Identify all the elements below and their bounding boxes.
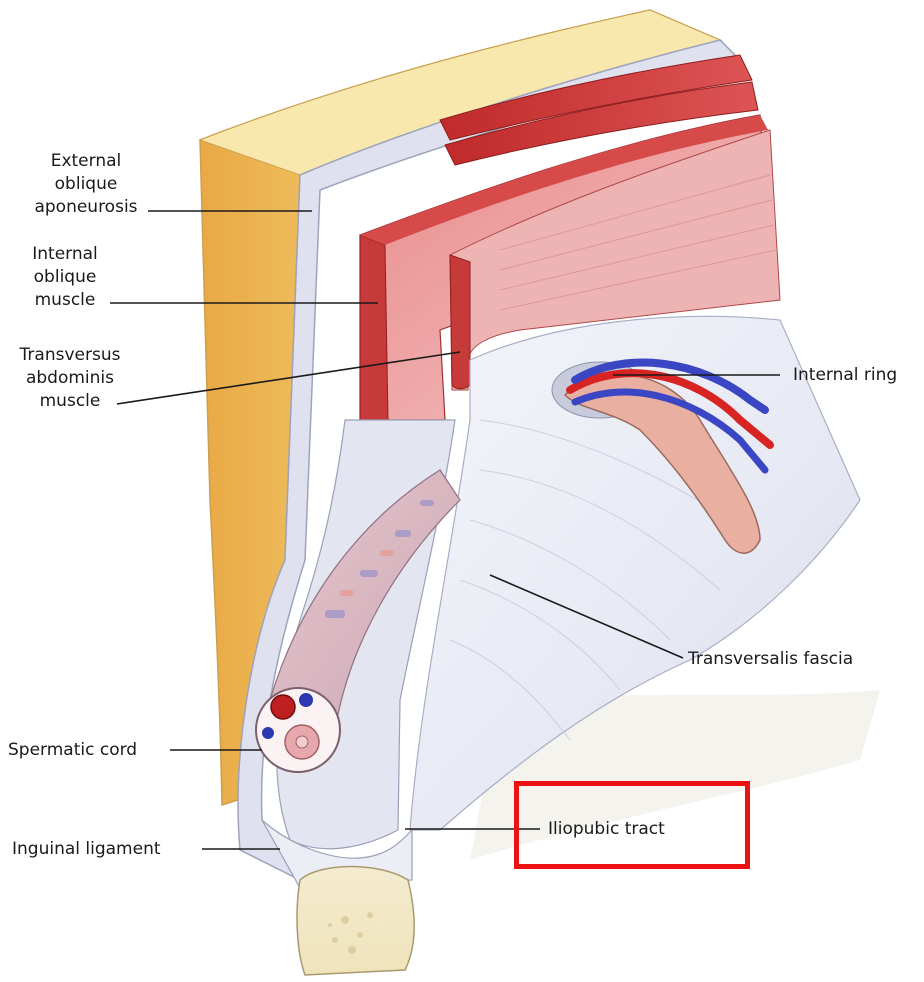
label-transversus-abdominis-muscle: Transversus abdominis muscle — [10, 344, 130, 413]
pubic-bone — [297, 867, 414, 976]
label-internal-oblique-muscle: Internal oblique muscle — [22, 243, 108, 312]
label-spermatic-cord: Spermatic cord — [8, 739, 137, 762]
label-transversalis-fascia: Transversalis fascia — [688, 648, 853, 671]
highlight-box — [514, 781, 750, 869]
label-internal-ring: Internal ring — [793, 364, 897, 387]
label-inguinal-ligament: Inguinal ligament — [12, 838, 161, 861]
label-external-oblique-aponeurosis: External oblique aponeurosis — [30, 150, 142, 219]
